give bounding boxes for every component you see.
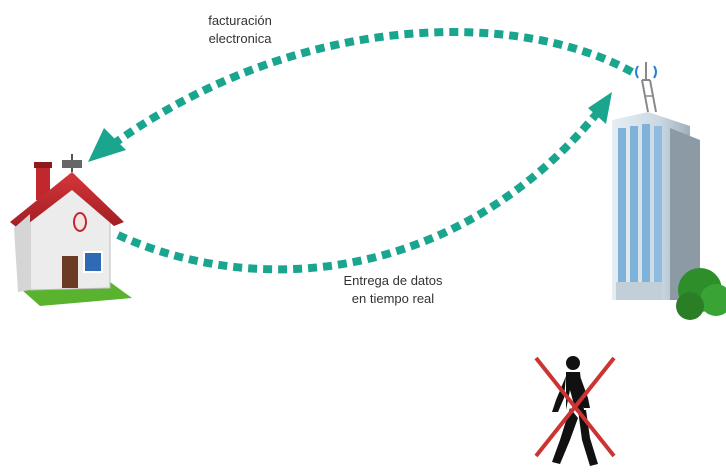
arrow-to-building [118, 92, 612, 269]
arrow-to-house [88, 32, 632, 162]
label-entrega: Entrega de datos en tiempo real [318, 272, 468, 308]
label-facturacion-line2: electronica [170, 30, 310, 48]
antenna-tower-icon [636, 62, 656, 112]
house-icon [10, 154, 132, 306]
label-entrega-line1: Entrega de datos [318, 272, 468, 290]
walking-person-icon [552, 356, 598, 466]
office-building-icon [612, 112, 726, 320]
label-entrega-line2: en tiempo real [318, 290, 468, 308]
label-facturacion: facturación electronica [170, 12, 310, 48]
label-facturacion-line1: facturación [170, 12, 310, 30]
